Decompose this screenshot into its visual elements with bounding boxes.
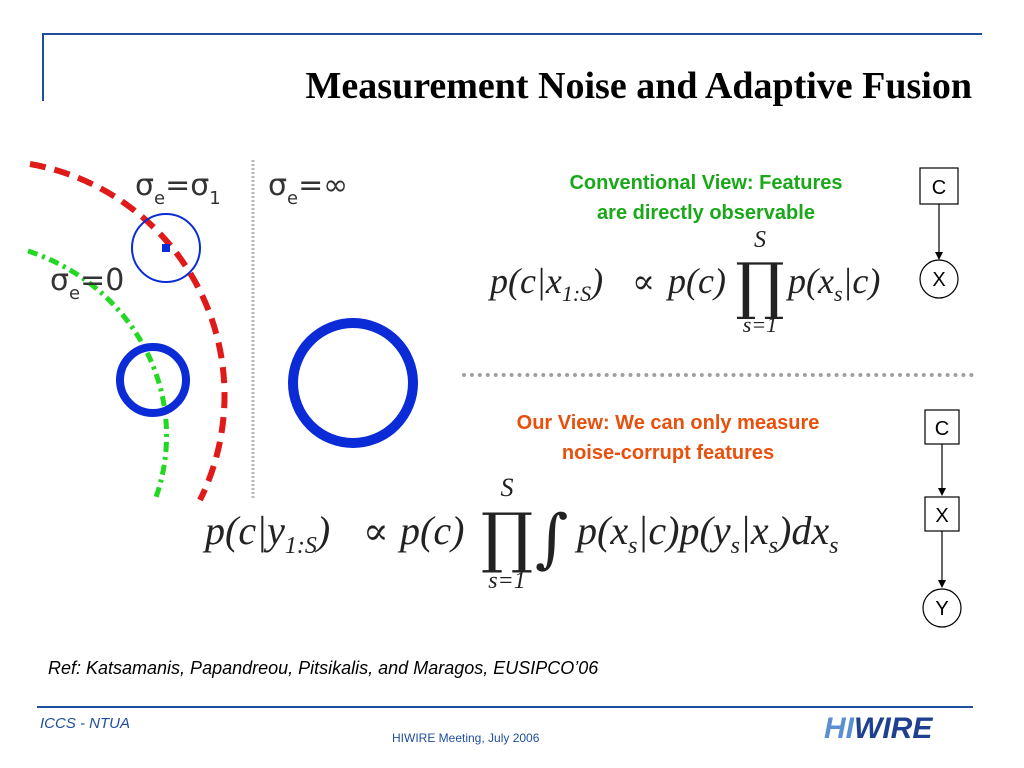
our-eq-lower: s=1 — [488, 568, 526, 594]
conv-eq-product: ∏ — [735, 249, 784, 322]
logo-part-wire: WIRE — [854, 712, 933, 745]
reference-citation: Ref: Katsamanis, Papandreou, Pitsikalis,… — [48, 658, 599, 678]
conv-eq-lower: s=1 — [743, 312, 777, 337]
frame-left-line — [42, 33, 44, 101]
our-eq-terms: p(xs|c)p(ys|xs)dxs — [574, 508, 838, 559]
logo-part-hi: HI — [824, 712, 854, 745]
uncertainty-circle — [131, 213, 201, 283]
our-eq-product: ∏ — [481, 499, 534, 576]
footer-line — [37, 706, 973, 708]
slide-title: Measurement Noise and Adaptive Fusion — [305, 65, 972, 107]
our-eq-integral: ∫ — [535, 502, 568, 576]
node2-x-label: X — [935, 505, 948, 527]
our-eq-lhs: p(c|y1:S) — [202, 508, 330, 559]
small-thick-circle — [116, 343, 190, 417]
node-c-label: C — [932, 177, 946, 199]
footer-meeting: HIWIRE Meeting, July 2006 — [392, 731, 540, 745]
frame-top-line — [42, 33, 982, 35]
red-dashed-arc — [29, 161, 228, 502]
sigma-e-equals-sigma1-label: σe=σ1 — [135, 168, 221, 209]
node2-y-circle — [922, 588, 962, 628]
hiwire-logo: HIWIRE — [824, 712, 932, 746]
edge-c-x-arrowhead — [935, 252, 943, 260]
edge2-x-y-arrowhead — [938, 580, 946, 588]
node2-c-box — [924, 409, 960, 445]
node2-c-label: C — [935, 418, 949, 440]
edge2-c-x-arrowhead — [938, 488, 946, 496]
our-view-line-1: Our View: We can only measure — [516, 412, 820, 434]
our-view-heading: Our View: We can only measure noise-corr… — [458, 408, 878, 468]
large-thick-circle — [288, 318, 418, 448]
conv-eq-lhs: p(c|x1:S) — [487, 261, 603, 306]
conv-eq-proportional: ∝ — [632, 262, 655, 302]
conventional-line-1: Conventional View: Features — [569, 172, 843, 194]
conv-eq-term: p(xs|c) — [785, 261, 880, 306]
section-divider — [462, 373, 974, 377]
graphical-model-cx: C X — [919, 167, 959, 299]
our-equation: p(c|y1:S) ∝ p(c) S ∏ s=1 ∫ p(xs|c)p(ys|x… — [202, 473, 838, 594]
our-eq-prior: p(c) — [397, 508, 464, 553]
our-eq-proportional: ∝ — [363, 509, 389, 553]
measurement-dot — [162, 244, 170, 252]
node-x-label: X — [932, 269, 945, 291]
conv-eq-prior: p(c) — [665, 261, 726, 301]
sigma-e-equals-infinity-label: σe=∞ — [268, 168, 348, 209]
node-x-circle — [919, 259, 959, 299]
conventional-line-2: are directly observable — [597, 202, 815, 224]
conventional-equation: p(c|x1:S) ∝ p(c) S ∏ s=1 p(xs|c) — [487, 227, 880, 337]
our-eq-upper: S — [501, 473, 514, 502]
sigma-e-equals-zero-label: σe=0 — [50, 263, 124, 304]
node2-y-label: Y — [935, 598, 948, 620]
conventional-view-heading: Conventional View: Features are directly… — [508, 168, 904, 228]
conv-eq-upper: S — [754, 227, 766, 253]
noise-diagram: σe=σ1 σe=∞ σe=0 — [27, 160, 418, 502]
graphical-model-cxy: C X Y — [922, 409, 962, 628]
our-view-line-2: noise-corrupt features — [561, 442, 775, 464]
footer-organization: ICCS - NTUA — [40, 715, 130, 732]
green-dashdot-arc — [27, 248, 170, 501]
